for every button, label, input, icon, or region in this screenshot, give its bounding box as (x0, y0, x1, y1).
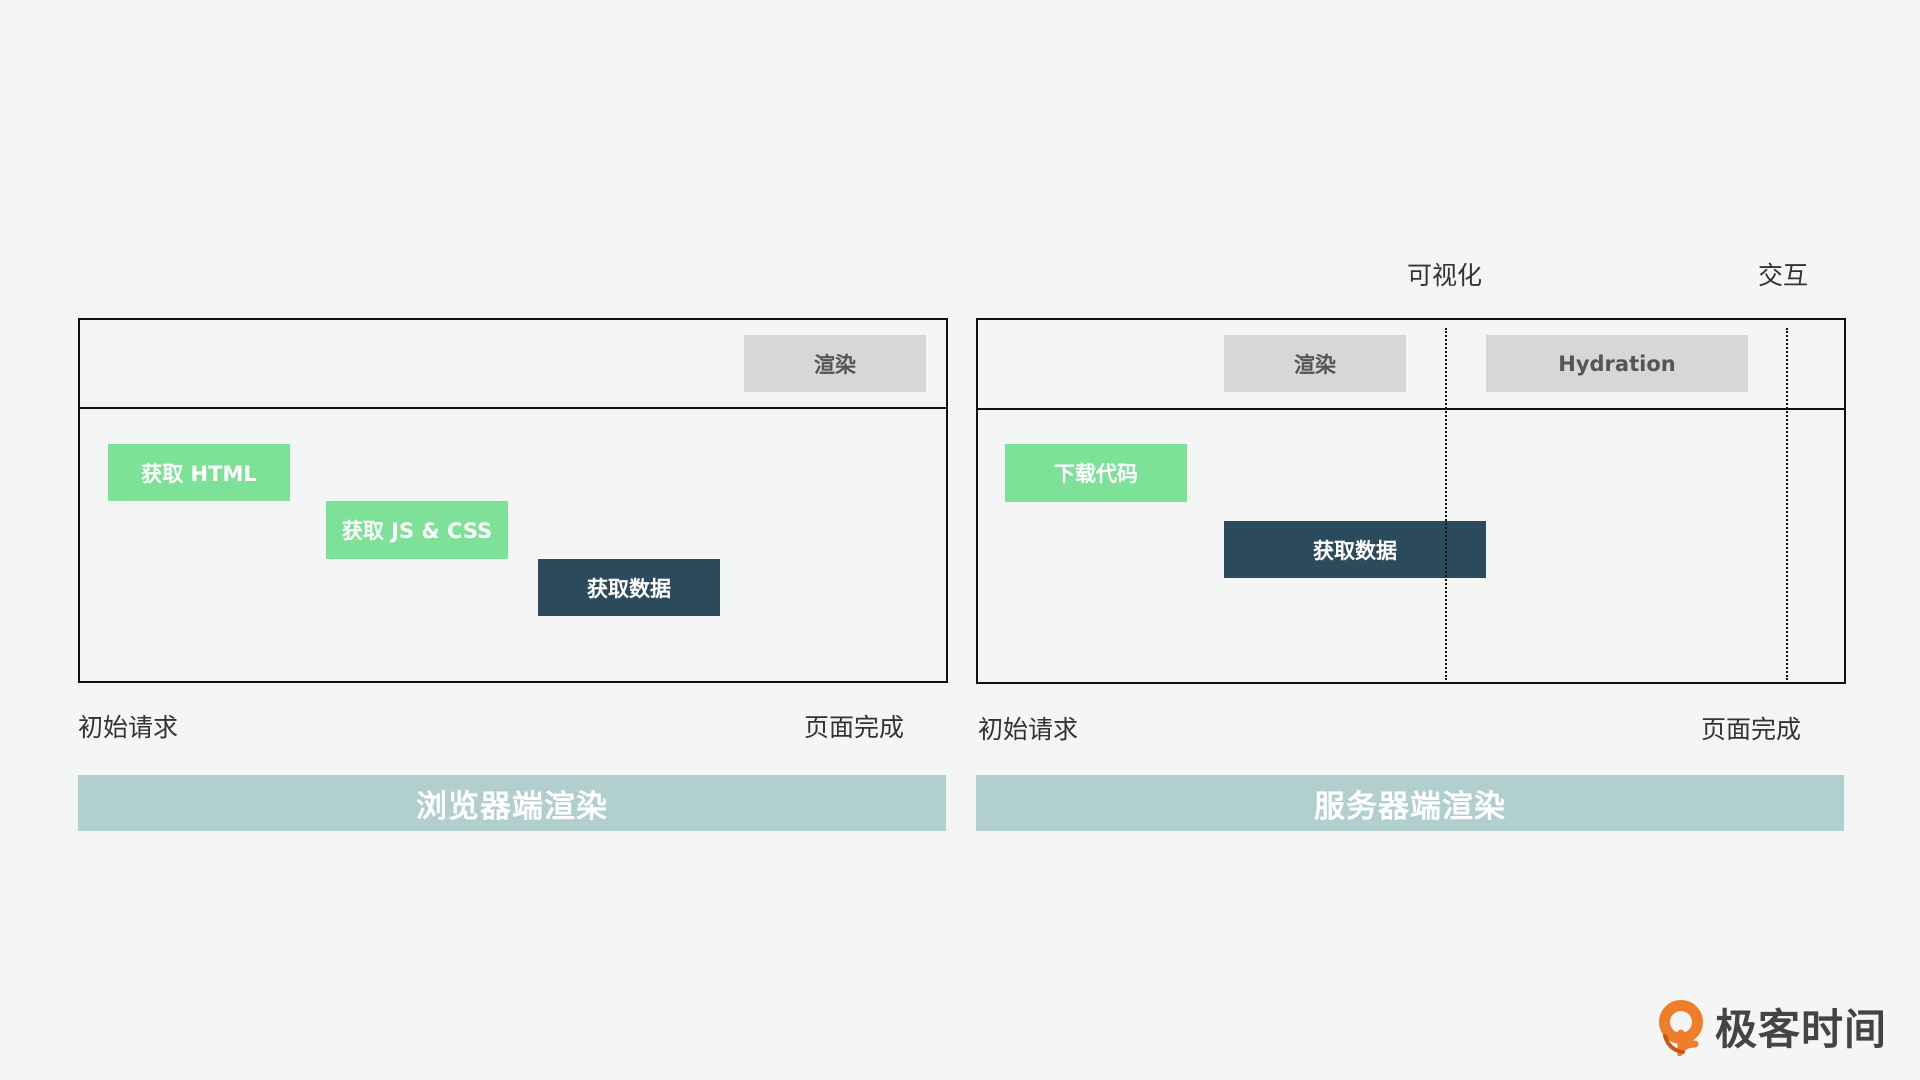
panel-divider (80, 407, 946, 409)
browser-fetch-html-block: 获取 HTML (108, 444, 290, 501)
visualize-marker-label: 可视化 (1407, 261, 1483, 290)
panel-divider (978, 408, 1844, 410)
browser-render-block: 渲染 (744, 335, 926, 392)
server-page-complete-label: 页面完成 (1701, 715, 1802, 744)
server-hydration-block: Hydration (1486, 335, 1748, 392)
browser-initial-request-label: 初始请求 (78, 713, 179, 742)
interact-dotted-line (1786, 328, 1788, 680)
interact-marker-label: 交互 (1758, 261, 1809, 290)
brand-logo: 极客时间 (1655, 996, 1888, 1062)
server-rendering-banner: 服务器端渲染 (976, 775, 1844, 831)
browser-fetch-js-css-block: 获取 JS & CSS (326, 501, 508, 559)
browser-fetch-data-block: 获取数据 (538, 559, 720, 616)
browser-rendering-banner: 浏览器端渲染 (78, 775, 946, 831)
visualize-dotted-line (1445, 328, 1447, 680)
browser-rendering-panel: 渲染 获取 HTML 获取 JS & CSS 获取数据 (78, 318, 948, 683)
server-rendering-panel: 渲染 Hydration 下载代码 获取数据 (976, 318, 1846, 684)
server-initial-request-label: 初始请求 (978, 715, 1079, 744)
logo-text: 极客时间 (1715, 1005, 1888, 1054)
geektime-logo-icon (1655, 998, 1707, 1062)
server-render-block: 渲染 (1224, 335, 1406, 392)
server-fetch-data-block: 获取数据 (1224, 521, 1486, 578)
server-download-code-block: 下载代码 (1005, 444, 1187, 502)
browser-page-complete-label: 页面完成 (804, 713, 905, 742)
